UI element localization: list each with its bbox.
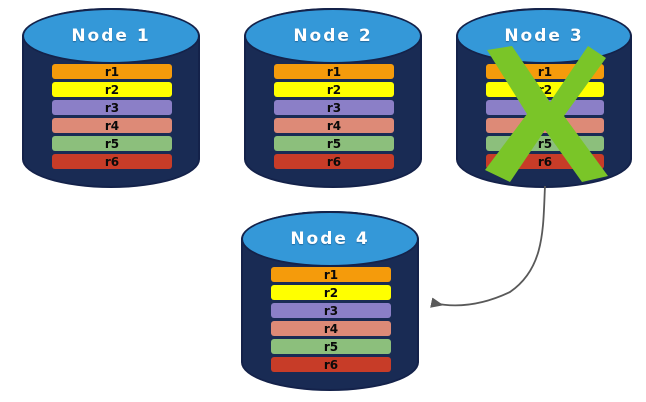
row-item[interactable]: r4 — [52, 118, 172, 133]
row-label: r6 — [323, 357, 339, 372]
row-item[interactable]: r1 — [271, 267, 391, 282]
row-label: r1 — [537, 64, 553, 79]
row-label: r5 — [104, 136, 120, 151]
row-item[interactable]: r5 — [271, 339, 391, 354]
row-item[interactable]: r6 — [52, 154, 172, 169]
node-cylinder-2[interactable]: r1 r2 r3 r4 r5 r6 Node 2 — [244, 8, 422, 188]
row-item[interactable]: r3 — [52, 100, 172, 115]
row-item[interactable]: r6 — [271, 357, 391, 372]
row-label: r3 — [537, 100, 553, 115]
row-item[interactable]: r4 — [271, 321, 391, 336]
node-cylinder-1[interactable]: r1 r2 r3 r4 r5 r6 Node 1 — [22, 8, 200, 188]
row-item[interactable]: r3 — [271, 303, 391, 318]
row-stack: r1 r2 r3 r4 r5 r6 — [274, 64, 394, 169]
row-label: r5 — [326, 136, 342, 151]
row-item[interactable]: r3 — [486, 100, 604, 115]
row-item[interactable]: r2 — [274, 82, 394, 97]
row-label: r3 — [326, 100, 342, 115]
row-item[interactable]: r3 — [274, 100, 394, 115]
row-label: r3 — [323, 303, 339, 318]
cylinder-top-ellipse: Node 2 — [244, 8, 422, 64]
row-label: r4 — [104, 118, 120, 133]
row-item[interactable]: r5 — [486, 136, 604, 151]
row-label: r1 — [323, 267, 339, 282]
row-label: r5 — [537, 136, 553, 151]
cylinder-top-ellipse: Node 4 — [241, 211, 419, 267]
row-item[interactable]: r4 — [486, 118, 604, 133]
node-cylinder-3[interactable]: r1 r2 r3 r4 r5 r6 Node 3 — [456, 8, 632, 188]
row-label: r6 — [326, 154, 342, 169]
row-label: r2 — [537, 82, 553, 97]
row-item[interactable]: r2 — [271, 285, 391, 300]
row-item[interactable]: r2 — [52, 82, 172, 97]
node-cylinder-4[interactable]: r1 r2 r3 r4 r5 r6 Node 4 — [241, 211, 419, 391]
row-item[interactable]: r1 — [52, 64, 172, 79]
row-label: r5 — [323, 339, 339, 354]
arrow-path — [430, 185, 546, 308]
row-item[interactable]: r6 — [274, 154, 394, 169]
row-label: r3 — [104, 100, 120, 115]
row-item[interactable]: r1 — [274, 64, 394, 79]
row-item[interactable]: r5 — [274, 136, 394, 151]
node-title: Node 4 — [290, 229, 370, 249]
row-item[interactable]: r5 — [52, 136, 172, 151]
node-title: Node 1 — [71, 26, 151, 46]
row-label: r1 — [104, 64, 120, 79]
row-label: r4 — [537, 118, 553, 133]
row-stack: r1 r2 r3 r4 r5 r6 — [271, 267, 391, 372]
row-item[interactable]: r2 — [486, 82, 604, 97]
row-item[interactable]: r1 — [486, 64, 604, 79]
row-label: r6 — [104, 154, 120, 169]
row-label: r2 — [104, 82, 120, 97]
row-item[interactable]: r6 — [486, 154, 604, 169]
row-stack: r1 r2 r3 r4 r5 r6 — [486, 64, 604, 169]
node-title: Node 2 — [293, 26, 373, 46]
cylinder-top-ellipse: Node 1 — [22, 8, 200, 64]
cylinder-top-ellipse: Node 3 — [456, 8, 632, 64]
row-label: r2 — [326, 82, 342, 97]
row-item[interactable]: r4 — [274, 118, 394, 133]
node-title: Node 3 — [504, 26, 584, 46]
row-label: r4 — [323, 321, 339, 336]
row-stack: r1 r2 r3 r4 r5 r6 — [52, 64, 172, 169]
row-label: r1 — [326, 64, 342, 79]
row-label: r2 — [323, 285, 339, 300]
row-label: r4 — [326, 118, 342, 133]
row-label: r6 — [537, 154, 553, 169]
